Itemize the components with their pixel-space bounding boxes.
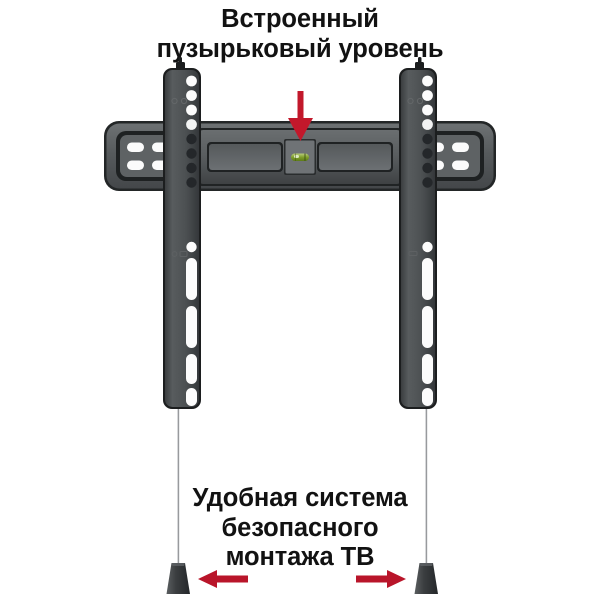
left-arm-top-pin xyxy=(178,57,182,64)
left-pad-slot-1 xyxy=(127,142,144,152)
right-arm-slot-1 xyxy=(422,258,433,300)
left-cord-line xyxy=(177,409,180,563)
left-arm xyxy=(163,57,201,409)
right-arm-emboss-2 xyxy=(416,97,424,105)
left-arm-emboss-4 xyxy=(179,251,188,257)
left-arm-slot-1 xyxy=(186,258,197,300)
right-arm-hole-6 xyxy=(422,148,433,159)
right-arm-hole-4 xyxy=(422,119,433,130)
right-arm-hole-7 xyxy=(422,162,433,174)
left-arm-hole-7 xyxy=(186,162,197,174)
right-release-cord xyxy=(414,409,438,594)
right-arrow-icon xyxy=(356,570,406,588)
bubble-level-housing xyxy=(284,139,316,175)
left-arm-hole-1 xyxy=(186,75,197,87)
right-arm-top-pin xyxy=(418,57,422,64)
center-rail xyxy=(196,128,404,186)
bottom-annotation-caption: Удобная система безопасного монтажа ТВ xyxy=(192,484,408,572)
left-arm-hole-2 xyxy=(186,90,197,101)
right-pad-slot-2 xyxy=(452,142,469,152)
left-arm-emboss-1 xyxy=(171,97,178,105)
right-arm-hole-8 xyxy=(422,177,433,188)
right-cord-line xyxy=(425,409,428,563)
left-arm-pilot-hole xyxy=(186,241,197,253)
rail-channel-left xyxy=(209,144,281,170)
left-arm-slot-2 xyxy=(186,306,197,348)
right-arm-emboss-1 xyxy=(407,97,414,105)
rail-channel-right xyxy=(319,144,391,170)
left-tab-body xyxy=(166,563,190,594)
left-arm-hole-5 xyxy=(186,133,197,145)
left-pad-slot-3 xyxy=(127,160,144,170)
right-release-tab xyxy=(414,563,438,594)
right-arm-slot-2 xyxy=(422,306,433,348)
left-release-cord xyxy=(166,409,190,594)
down-arrow-icon xyxy=(288,91,313,141)
left-arm-emboss-2 xyxy=(180,97,188,105)
right-arrow-shaft xyxy=(356,575,389,583)
left-arrow-icon xyxy=(198,570,248,588)
right-arm-slot-3 xyxy=(422,354,433,384)
right-tab-highlight xyxy=(419,563,433,566)
right-arm-slot-4 xyxy=(422,388,433,406)
left-release-tab xyxy=(166,563,190,594)
right-arrow-head xyxy=(387,570,406,588)
down-arrow-shaft xyxy=(297,91,304,120)
right-arm-hole-2 xyxy=(422,90,433,101)
left-arrow-shaft xyxy=(215,575,248,583)
left-arm-slot-3 xyxy=(186,354,197,384)
left-arm-hole-3 xyxy=(186,104,197,116)
left-arm-emboss-3 xyxy=(171,251,178,257)
left-arrow-head xyxy=(198,570,217,588)
right-arm-hole-1 xyxy=(422,75,433,87)
bubble-level-vial xyxy=(291,153,309,161)
right-arm-pilot-hole xyxy=(422,241,433,253)
right-arm xyxy=(399,57,437,409)
bubble-level-bubble xyxy=(294,155,299,158)
right-arm-hole-5 xyxy=(422,133,433,145)
right-arm-hole-3 xyxy=(422,104,433,116)
left-tab-highlight xyxy=(171,563,185,566)
right-pad-slot-4 xyxy=(452,160,469,170)
left-arm-hole-8 xyxy=(186,177,197,188)
left-arm-hole-4 xyxy=(186,119,197,130)
right-arm-emboss-3 xyxy=(408,251,418,256)
down-arrow-head xyxy=(288,118,313,141)
left-arm-hole-6 xyxy=(186,148,197,159)
right-tab-body xyxy=(414,563,438,594)
top-annotation-caption: Встроенный пузырьковый уровень xyxy=(156,5,444,63)
left-arm-slot-4 xyxy=(186,388,197,406)
bubble-level xyxy=(291,153,309,161)
